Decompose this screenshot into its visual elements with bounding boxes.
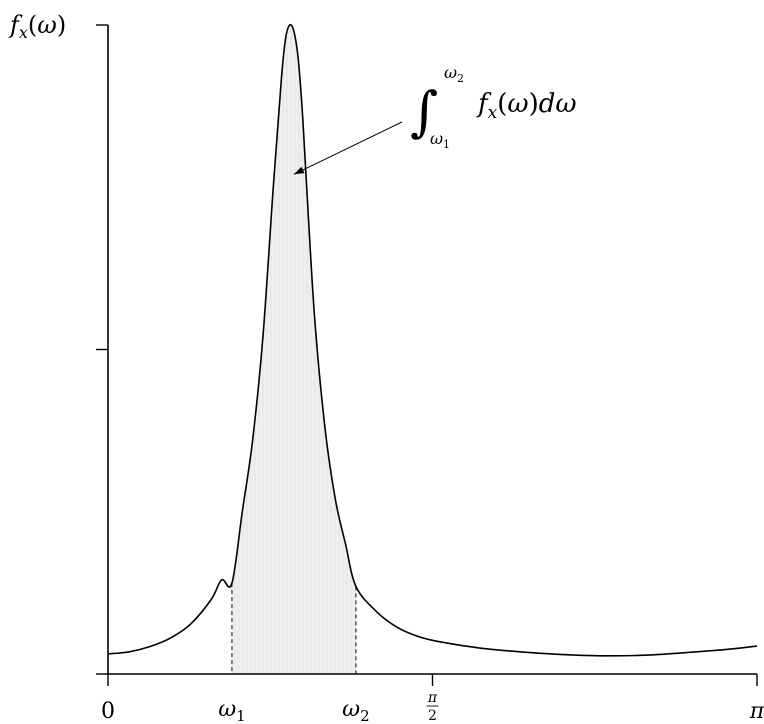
y-axis-label: fx(ω) [8, 11, 66, 42]
integral-sign: ∫ [410, 80, 438, 143]
integral-lower-limit: ω1 [430, 129, 450, 151]
integral-annotation: ∫ ω2 ω1 fx(ω)dω [410, 63, 577, 151]
shaded-integral-region [231, 24, 356, 675]
annotation-arrowhead [293, 166, 305, 175]
series-line-spectral-density [107, 23, 758, 657]
annotation-arrow [293, 121, 403, 175]
svg-text:2: 2 [428, 708, 437, 724]
x-ticks [107, 674, 758, 686]
x-tick-label: ω2 [342, 697, 370, 724]
integral-body: fx(ω)dω [476, 89, 577, 123]
x-tick-label: π [749, 699, 764, 724]
x-tick-label: 0 [101, 699, 115, 724]
integral-upper-limit: ω2 [444, 63, 464, 85]
x-tick-label: ω1 [218, 697, 246, 724]
svg-text:π: π [427, 690, 438, 706]
x-tick-label: π2 [426, 690, 439, 724]
shaded-region-hatching [234, 29, 352, 674]
y-ticks [96, 24, 108, 675]
